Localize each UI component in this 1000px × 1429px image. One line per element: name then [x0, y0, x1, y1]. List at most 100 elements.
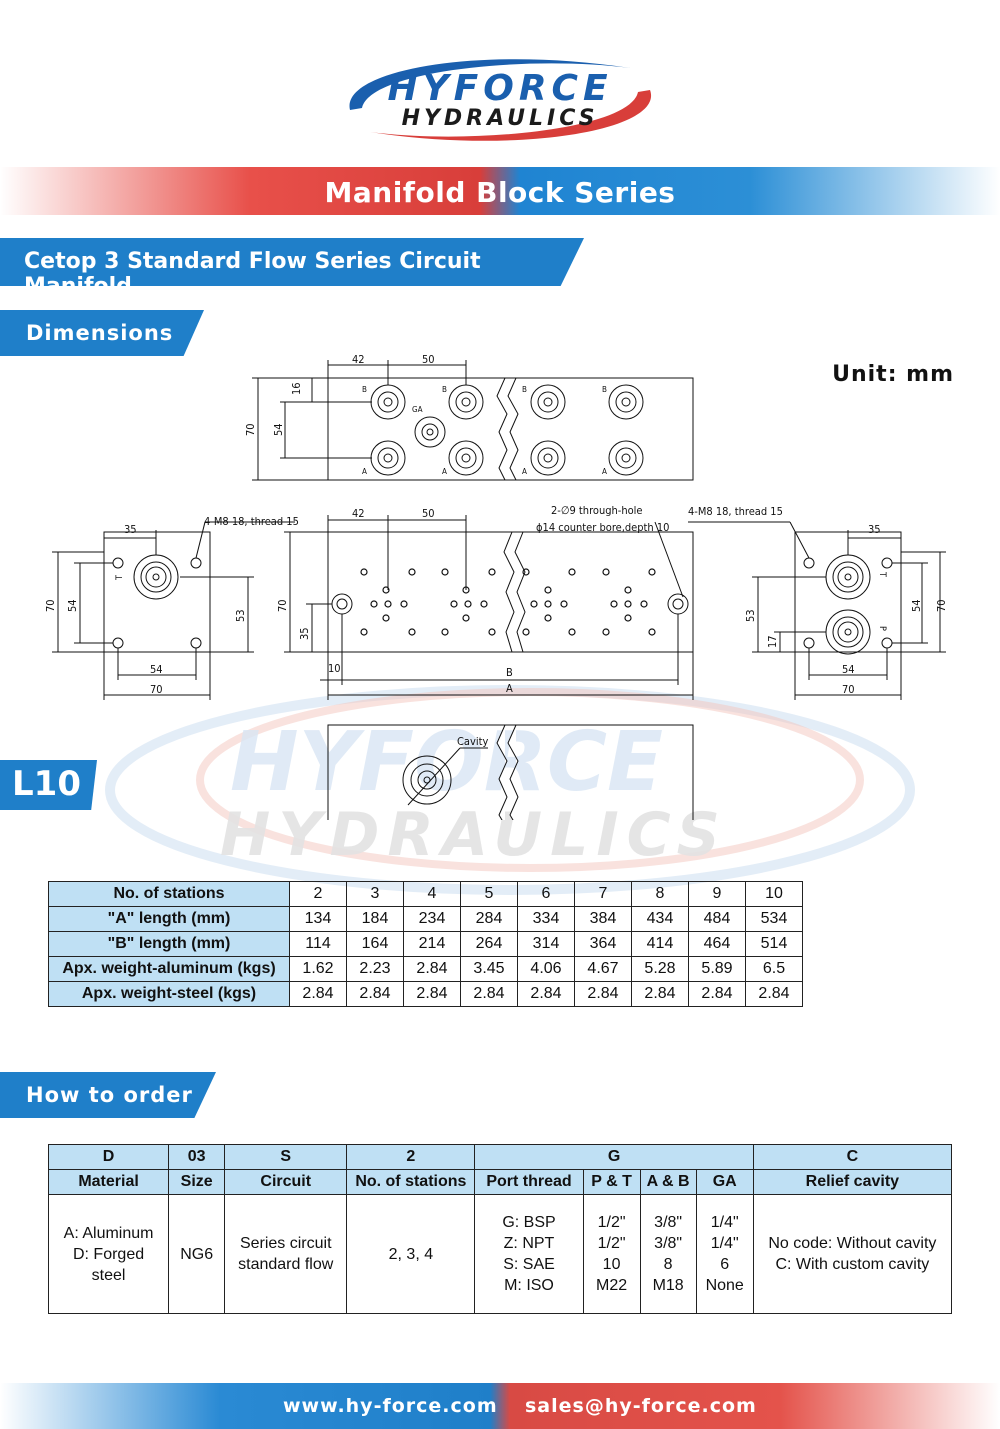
option-line: Series circuit: [239, 1235, 332, 1252]
logo-swoosh-icon: [349, 59, 652, 141]
spec-cell: 414: [631, 931, 689, 957]
spec-cell: 1.62: [289, 956, 347, 982]
spec-cell: 5.89: [688, 956, 746, 982]
spec-cell: 7: [574, 881, 632, 907]
email-link[interactable]: sales@hy-force.com: [525, 1395, 757, 1417]
dim-label: B: [506, 666, 513, 679]
dim-label: 54: [66, 599, 79, 612]
code-size: 03: [168, 1144, 226, 1170]
cavity-label: Cavity: [457, 735, 488, 748]
spec-cell: 2.84: [517, 981, 575, 1007]
dim-label: 54: [910, 599, 923, 612]
hole-note: 2-∅9 through-hole: [551, 504, 643, 517]
spec-cell: 2.84: [574, 981, 632, 1007]
port-label: A: [362, 467, 367, 476]
spec-cell: 9: [688, 881, 746, 907]
spec-cell: 284: [460, 906, 518, 932]
spec-row-label: Apx. weight-aluminum (kgs): [48, 956, 290, 982]
port-label: B: [602, 385, 607, 394]
spec-cell: 214: [403, 931, 461, 957]
dim-label: 50: [422, 507, 435, 520]
order-label-row: Material Size Circuit No. of stations Po…: [47, 1169, 953, 1195]
dim-label: 70: [935, 599, 948, 612]
how-to-order-label: How to order: [26, 1083, 193, 1107]
spec-cell: 464: [688, 931, 746, 957]
spec-cell: 164: [346, 931, 404, 957]
spec-cell: 434: [631, 906, 689, 932]
spec-row-label: Apx. weight-steel (kgs): [48, 981, 290, 1007]
option-line: 1/4": [710, 1214, 739, 1231]
port-label: B: [362, 385, 367, 394]
option-line: S: SAE: [503, 1256, 555, 1273]
spec-cell: 3.45: [460, 956, 518, 982]
product-title-tab: Cetop 3 Standard Flow Series Circuit Man…: [0, 238, 584, 286]
option-line: 1/2": [597, 1214, 626, 1231]
dim-label: A: [506, 682, 513, 695]
dim-label: 70: [44, 599, 57, 612]
dim-label: 70: [244, 423, 257, 436]
spec-cell: 2.84: [289, 981, 347, 1007]
logo-line1: HYFORCE: [387, 68, 613, 109]
dim-label: 70: [842, 683, 855, 696]
spec-cell: 6: [517, 881, 575, 907]
label-ab: A & B: [639, 1169, 697, 1195]
option-line: M18: [652, 1277, 684, 1294]
label-size: Size: [168, 1169, 226, 1195]
code-stations: 2: [346, 1144, 476, 1170]
option-line: Z: NPT: [503, 1235, 555, 1252]
order-code-row: D 03 S 2 G C: [47, 1144, 953, 1170]
series-title: Manifold Block Series: [324, 176, 676, 209]
port-label: T: [877, 571, 887, 577]
website-link[interactable]: www.hy-force.com: [283, 1395, 498, 1417]
how-to-order-tab: How to order: [0, 1072, 216, 1118]
spec-cell: 2.84: [460, 981, 518, 1007]
port-label: T: [115, 575, 125, 581]
unit-label: Unit: mm: [832, 362, 954, 387]
series-banner: Manifold Block Series: [0, 167, 1000, 215]
option-line: D: Forged: [72, 1245, 145, 1263]
option-line: steel: [91, 1266, 126, 1284]
option-line: 1/4": [710, 1235, 739, 1252]
option-line: No code: Without cavity: [768, 1235, 937, 1252]
label-relief: Relief cavity: [752, 1169, 953, 1195]
spec-cell: 6.5: [745, 956, 803, 982]
port-label: B: [522, 385, 527, 394]
label-ga: GA: [695, 1169, 754, 1195]
spec-cell: 2.84: [631, 981, 689, 1007]
spec-cell: 2.84: [688, 981, 746, 1007]
label-pt: P & T: [582, 1169, 641, 1195]
option-line: 8: [663, 1256, 673, 1273]
label-port-thread: Port thread: [474, 1169, 584, 1195]
dim-label: 54: [272, 423, 285, 436]
spec-row-label: "B" length (mm): [48, 931, 290, 957]
spec-cell: 2: [289, 881, 347, 907]
model-code-badge: L10: [0, 760, 97, 810]
port-label: B: [442, 385, 447, 394]
spec-cell: 314: [517, 931, 575, 957]
stations-value: 2, 3, 4: [346, 1194, 476, 1314]
option-line: M: ISO: [504, 1277, 554, 1294]
port-label: A: [442, 467, 447, 476]
footer-bar: www.hy-force.com sales@hy-force.com: [0, 1383, 1000, 1429]
port-label: A: [522, 467, 527, 476]
dim-label: 54: [150, 663, 163, 676]
product-title: Cetop 3 Standard Flow Series Circuit Man…: [24, 249, 481, 299]
spec-cell: 10: [745, 881, 803, 907]
code-relief: C: [752, 1144, 953, 1170]
spec-cell: 384: [574, 906, 632, 932]
spec-cell: 2.84: [403, 981, 461, 1007]
dimension-drawing: 42 50 16 54 70 B B B B A A A A GA 42 50 …: [44, 353, 948, 820]
spec-cell: 2.84: [403, 956, 461, 982]
spec-cell: 134: [289, 906, 347, 932]
port-label: A: [602, 467, 607, 476]
spec-cell: 184: [346, 906, 404, 932]
spec-cell: 5: [460, 881, 518, 907]
model-code: L10: [12, 764, 81, 804]
